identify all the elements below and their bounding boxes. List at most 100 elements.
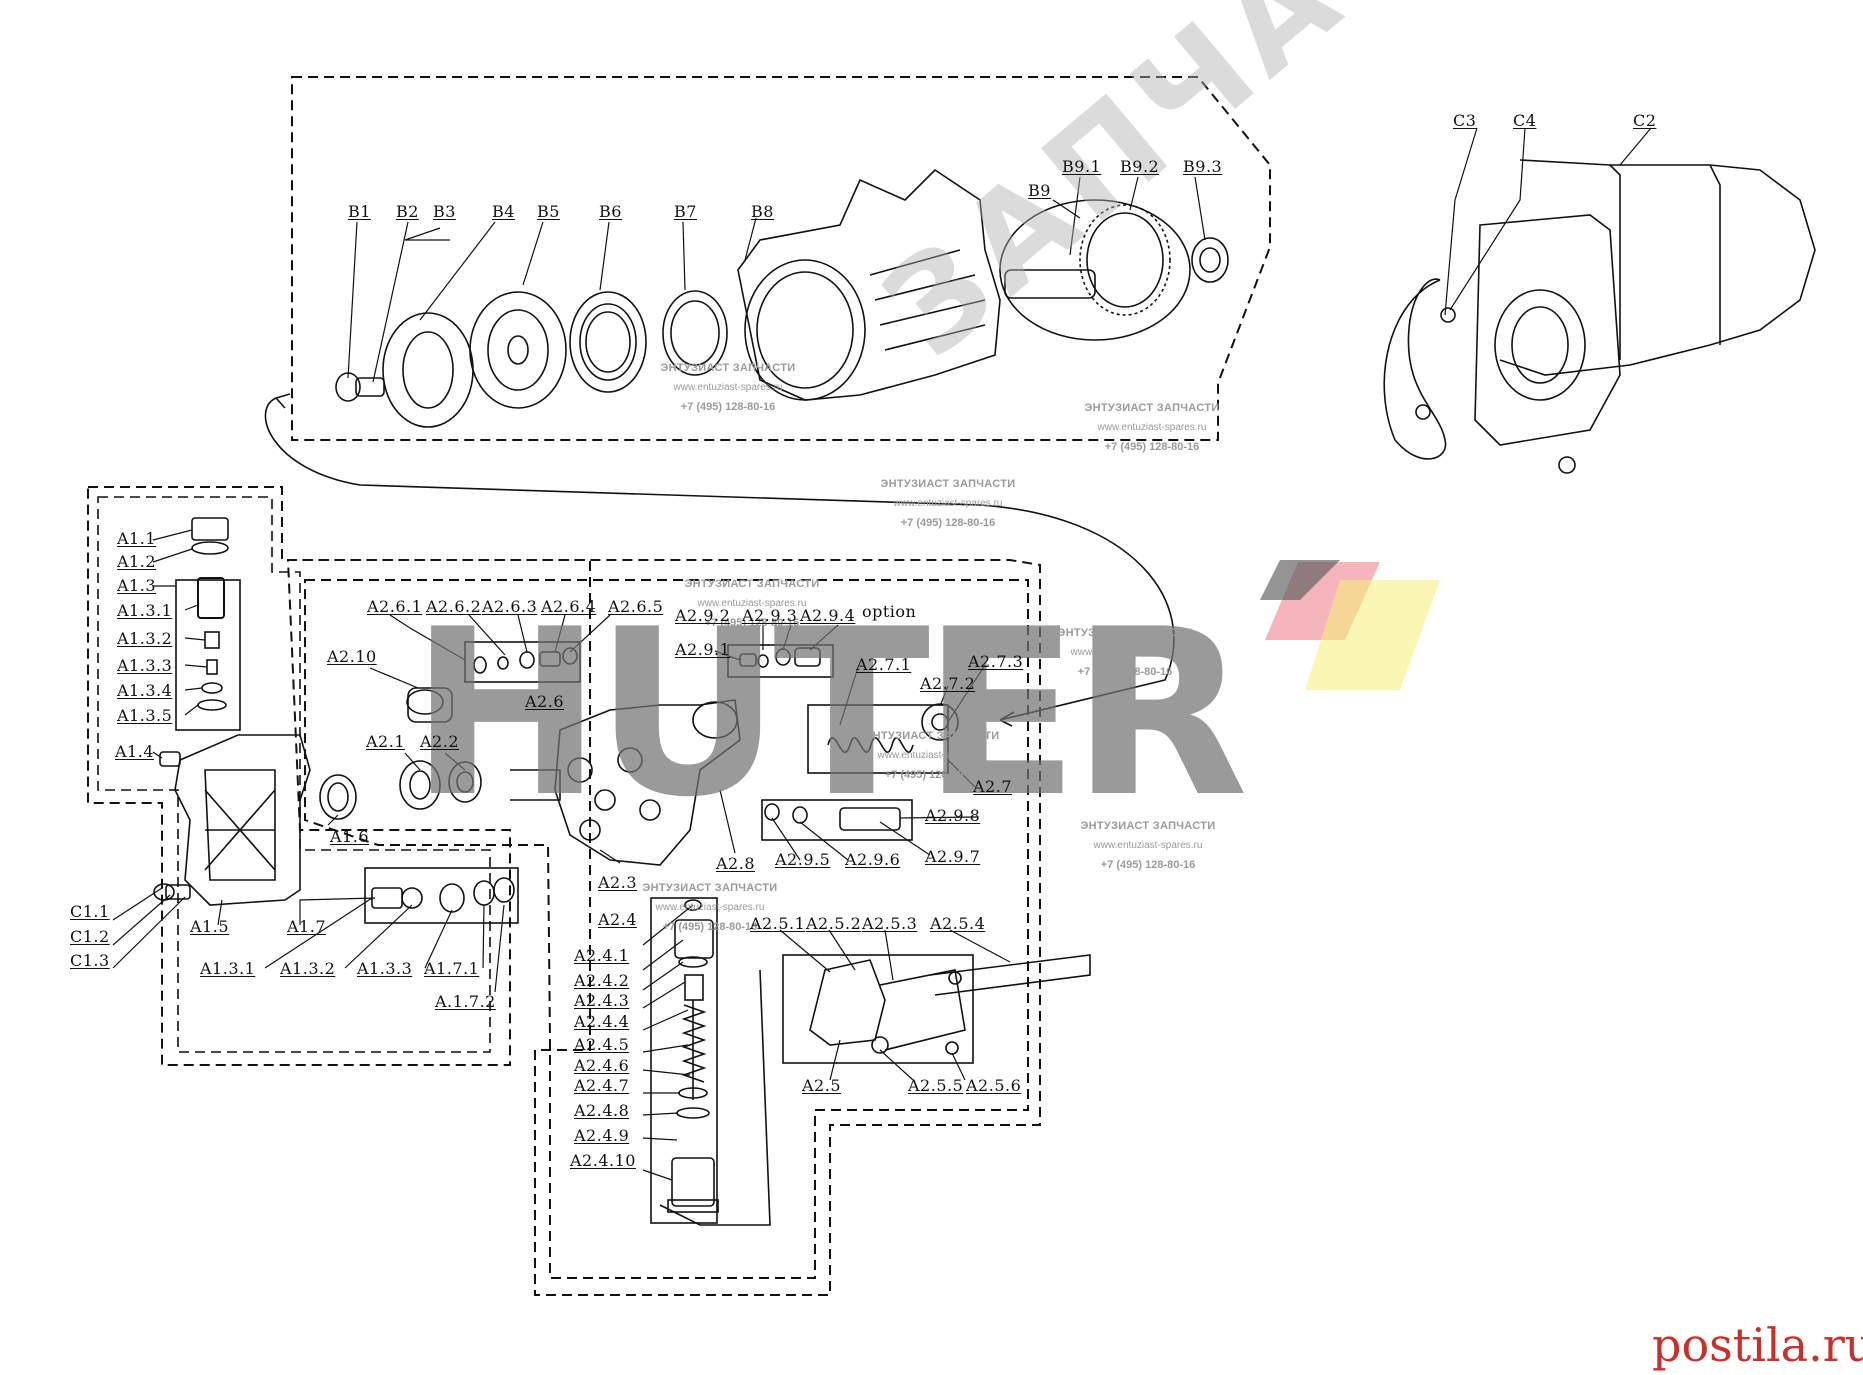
part-label: A1.3 [117,576,156,595]
part-label: A1.3.1 [117,601,173,620]
part-label: A.1.7.2 [435,992,496,1011]
part-label: A1.2 [117,552,156,571]
part-label: A2.5.5 [908,1076,964,1095]
part-label: B2 [396,202,419,221]
a2-6-box [464,641,581,683]
part-label: A2.4.4 [574,1012,630,1031]
a2-9-upper-box [727,644,834,678]
part-label: A1.3.2 [280,959,336,978]
part-label: A2.10 [327,647,377,666]
part-label: A2.4.1 [574,946,630,965]
part-label: C1.2 [70,927,110,946]
part-label: A2.4.7 [574,1076,630,1095]
part-label: A1.4 [115,742,154,761]
part-label: B8 [751,202,774,221]
part-label: A2.5.4 [930,914,986,933]
part-label: A2.7.1 [856,655,912,674]
group-a2-outline [304,579,1029,1279]
c3-gasket [1383,278,1447,460]
part-label: A2.7 [973,777,1012,796]
part-label: A2.9.2 [675,606,731,625]
part-label: A2.4.3 [574,991,630,1010]
brand-watermark: HUTER [410,581,1248,848]
part-label: A2.6.1 [367,597,423,616]
brand-logo-mark [1260,560,1440,690]
part-label: B9.2 [1120,157,1160,176]
part-label: A2.8 [716,854,755,873]
part-label: C1.3 [70,951,110,970]
part-label: A2.9.4 [800,606,856,625]
part-label: A1.7 [287,917,326,936]
part-label: A2.9.5 [775,850,831,869]
part-label: C4 [1513,111,1537,130]
a2-5-box [782,954,974,1064]
part-label: A2.7.2 [920,674,976,693]
part-label: A2.5 [802,1076,841,1095]
a2-3-pump-head [554,699,741,866]
part-label: A2.6.4 [541,597,597,616]
part-label: A2.4.2 [574,971,630,990]
part-label: A2.4.5 [574,1035,630,1054]
group-a1-outline [87,486,1041,1296]
part-label: A1.7.1 [424,959,480,978]
part-label: B1 [348,202,371,221]
part-label: A2.4 [598,910,637,929]
a2-4-box [650,897,718,1224]
group-b-outline [291,76,1271,441]
part-label: B5 [537,202,560,221]
part-label: A1.3.3 [117,656,173,675]
c2-motor-outline [1499,159,1816,376]
part-label: A2.5.1 [750,914,806,933]
part-label: A2.4.6 [574,1056,630,1075]
part-label: A2.7.3 [968,652,1024,671]
group-a1-inner-outline [97,496,491,1053]
a1-3-box [175,579,241,731]
part-label: A1.3.4 [117,681,173,700]
part-label: A2.1 [366,732,405,751]
a2-9-lower-box [761,799,913,841]
part-label: B9 [1028,181,1051,200]
part-label: B4 [492,202,515,221]
connector-curve-b [264,397,1175,721]
part-label: A1.3.5 [117,706,173,725]
part-label: A1.3.2 [117,629,173,648]
part-label: A2.4.10 [570,1151,636,1170]
part-label: A2.6.3 [482,597,538,616]
part-label: B9.1 [1062,157,1102,176]
part-label: A1.5 [190,917,229,936]
part-label: B7 [674,202,697,221]
part-label: A2.9.6 [845,850,901,869]
part-label: C2 [1633,111,1657,130]
part-label: A2.5.3 [862,914,918,933]
part-label: A1.3.3 [357,959,413,978]
part-label: A2.5.2 [806,914,862,933]
part-label: A2.9.8 [925,806,981,825]
part-label: A1.3.1 [200,959,256,978]
part-label: B9.3 [1183,157,1223,176]
part-label: C3 [1453,111,1477,130]
part-label: A2.9.7 [925,847,981,866]
part-label: A2.4.8 [574,1101,630,1120]
part-label: option [862,602,917,621]
footer-site-mark: postila.ru [1652,1318,1863,1372]
part-label: A2.4.9 [574,1126,630,1145]
b9-assembly-outline [999,199,1191,341]
part-label: C1.1 [70,902,110,921]
part-label: B3 [433,202,456,221]
part-label: A2.6.2 [426,597,482,616]
part-label: A2.9.3 [742,606,798,625]
part-label: A2.3 [598,873,637,892]
part-label: A2.6 [525,692,564,711]
part-label: A2.9.1 [675,640,731,659]
part-label: A1.1 [117,529,156,548]
part-label: A2.2 [420,732,459,751]
